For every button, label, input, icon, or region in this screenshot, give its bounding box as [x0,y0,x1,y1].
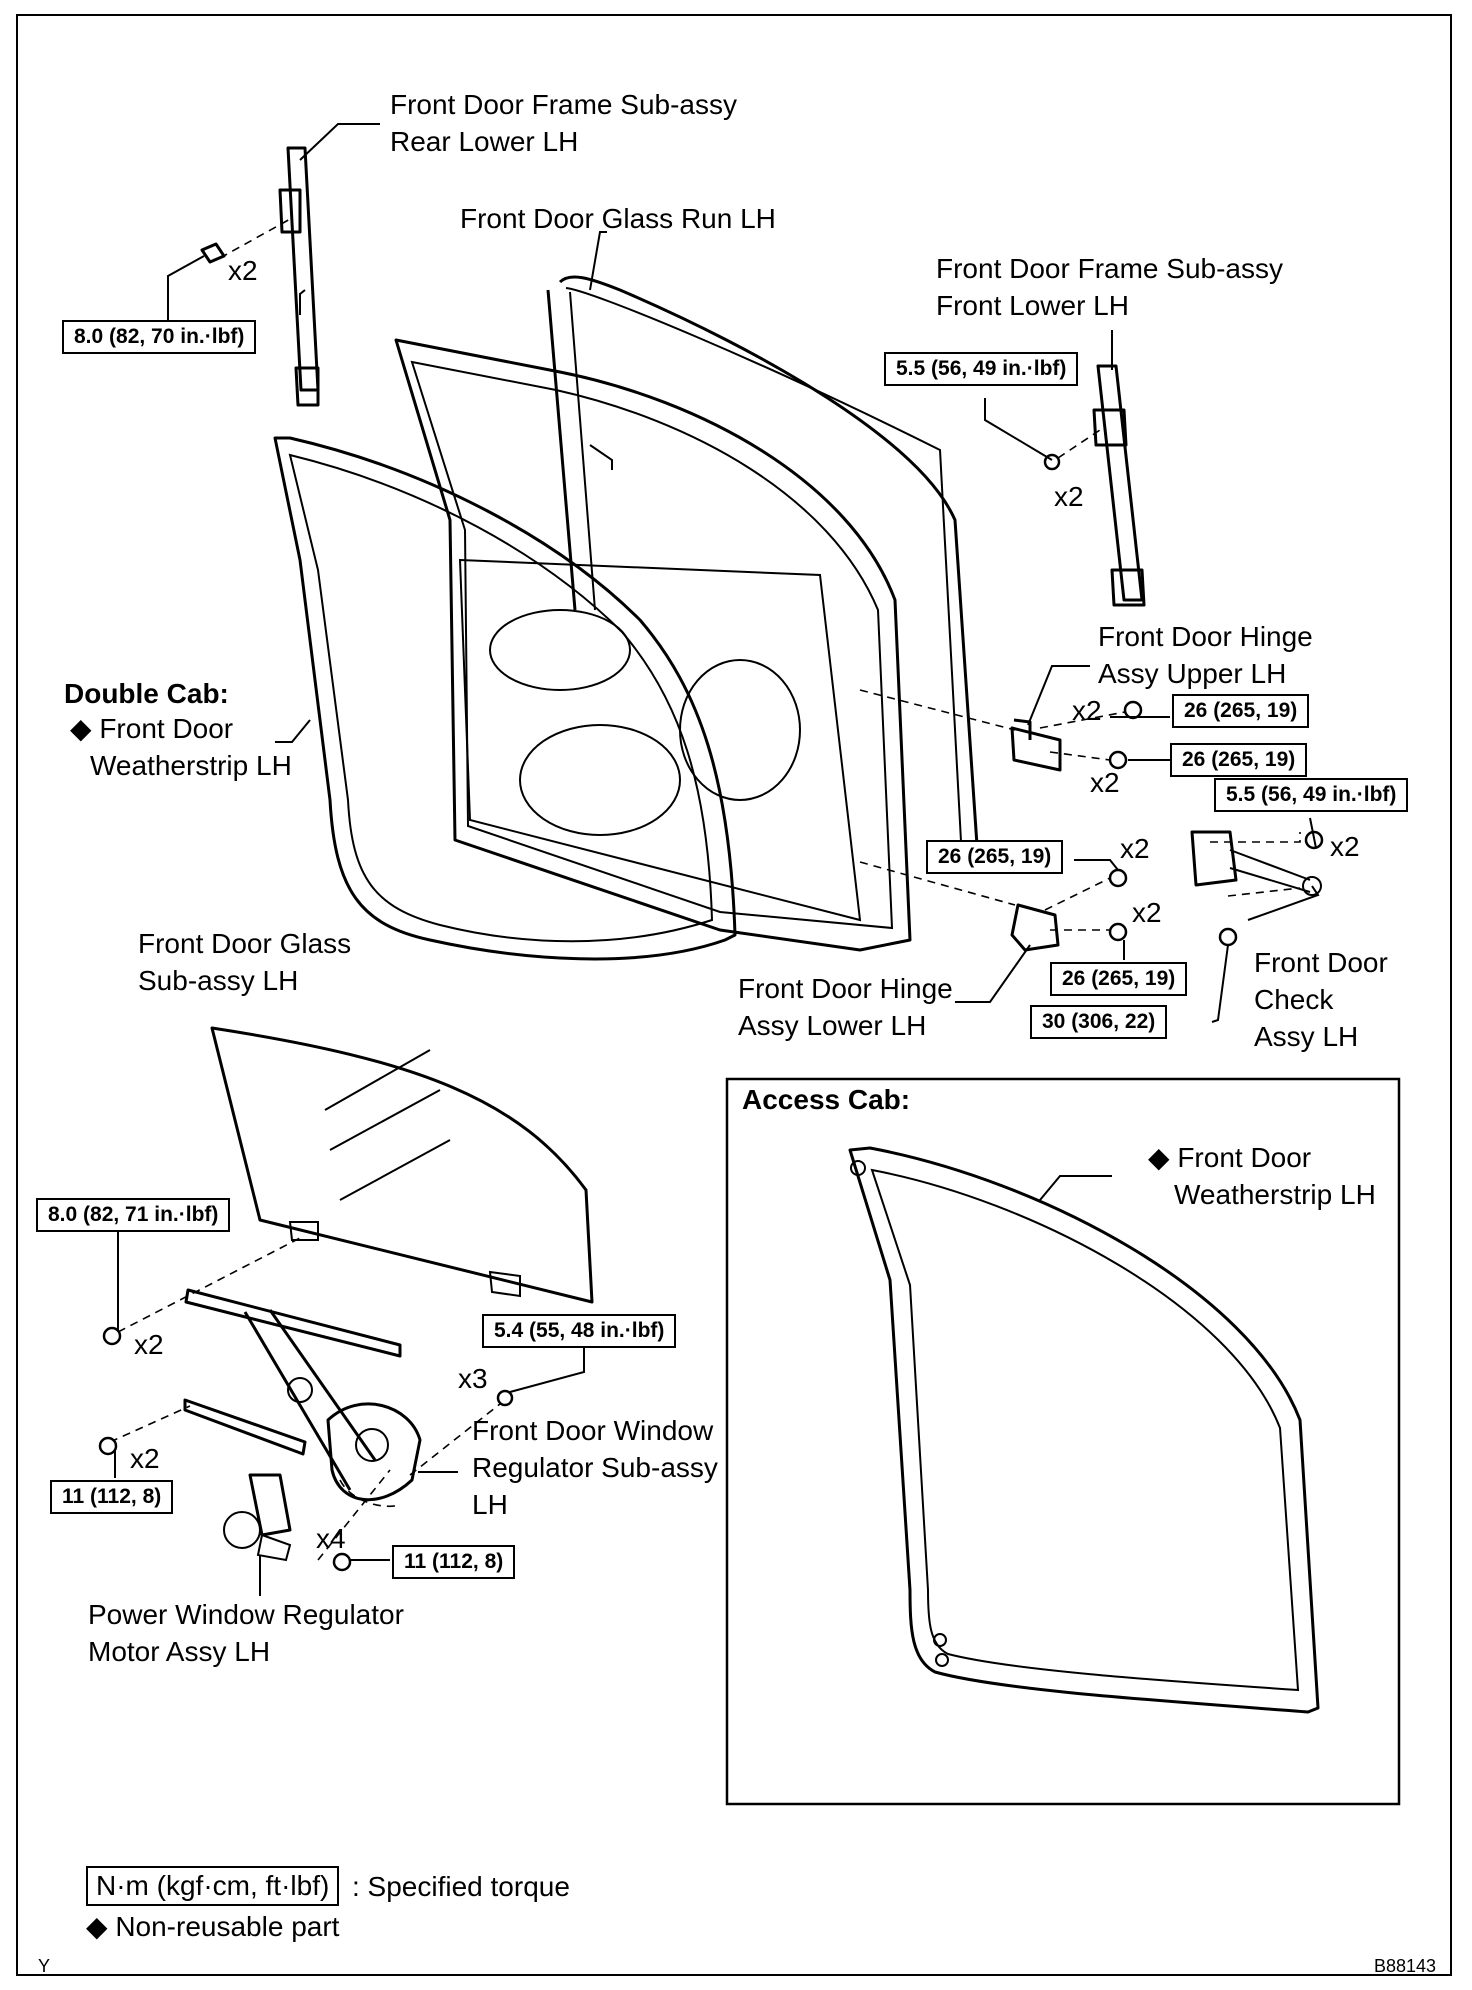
torque-motor-bolt: 11 (112, 8) [392,1545,516,1579]
figure-code: B88143 [1374,1956,1437,1976]
double-cab-weatherstrip-drawing [273,436,737,961]
glass-run-drawing [546,275,980,861]
leader-lines [114,123,1320,1596]
label-glass-run: Front Door Glass Run LH [460,203,776,234]
corner-mark-left: Y [38,1956,51,1976]
qty-hinge-lower-2: x2 [1132,897,1162,928]
torque-hinge-upper-2: 26 (265, 19) [1170,743,1308,777]
qty-hinge-upper-1: x2 [1072,695,1102,726]
qty-check-nut: x2 [1330,831,1360,862]
door-panel-drawing [394,338,912,952]
window-regulator-drawing [183,1288,422,1507]
qty-frame-front: x2 [1054,481,1084,512]
lower-hinge-drawing [1010,903,1060,952]
qty-regulator-bolt: x2 [130,1443,160,1474]
legend-unit-box: N·m (kgf·cm, ft·lbf) [86,1866,340,1906]
torque-hinge-lower-1: 26 (265, 19) [926,840,1064,874]
label-double-cab-title: Double Cab: [64,678,229,709]
qty-motor-bolt: x4 [316,1523,346,1554]
qty-regulator-nut: x3 [458,1363,488,1394]
access-cab-weatherstrip-drawing [848,1146,1320,1714]
diagram-frame [16,14,1452,1976]
torque-hinge-lower-2: 26 (265, 19) [1050,962,1188,996]
upper-hinge-drawing [1010,718,1062,772]
window-motor-drawing [223,1473,292,1562]
access-cab-box [725,1077,1401,1806]
legend-nonreusable: ◆ Non-reusable part [86,1911,340,1942]
torque-check-bolt: 30 (306, 22) [1030,1005,1168,1039]
torque-frame-rear: 8.0 (82, 70 in.·lbf) [62,320,257,354]
qty-hinge-lower-1: x2 [1120,833,1150,864]
legend-unit-desc: : Specified torque [352,1871,570,1902]
torque-hinge-upper-1: 26 (265, 19) [1172,694,1310,728]
door-check-drawing [1190,830,1322,896]
torque-check-nut: 5.5 (56, 49 in.·lbf) [1214,778,1409,812]
torque-glass: 8.0 (82, 71 in.·lbf) [36,1198,231,1232]
front-lower-frame-drawing [1092,364,1146,607]
label-access-cab-title: Access Cab: [742,1084,911,1115]
qty-glass: x2 [134,1329,164,1360]
door-glass-drawing [210,1026,594,1304]
torque-regulator-nut: 5.4 (55, 48 in.·lbf) [482,1314,677,1348]
qty-frame-rear: x2 [228,255,258,286]
torque-regulator-bolt: 11 (112, 8) [50,1480,174,1514]
torque-frame-front: 5.5 (56, 49 in.·lbf) [884,352,1079,386]
qty-hinge-upper-2: x2 [1090,767,1120,798]
rear-lower-frame-drawing [278,146,320,407]
